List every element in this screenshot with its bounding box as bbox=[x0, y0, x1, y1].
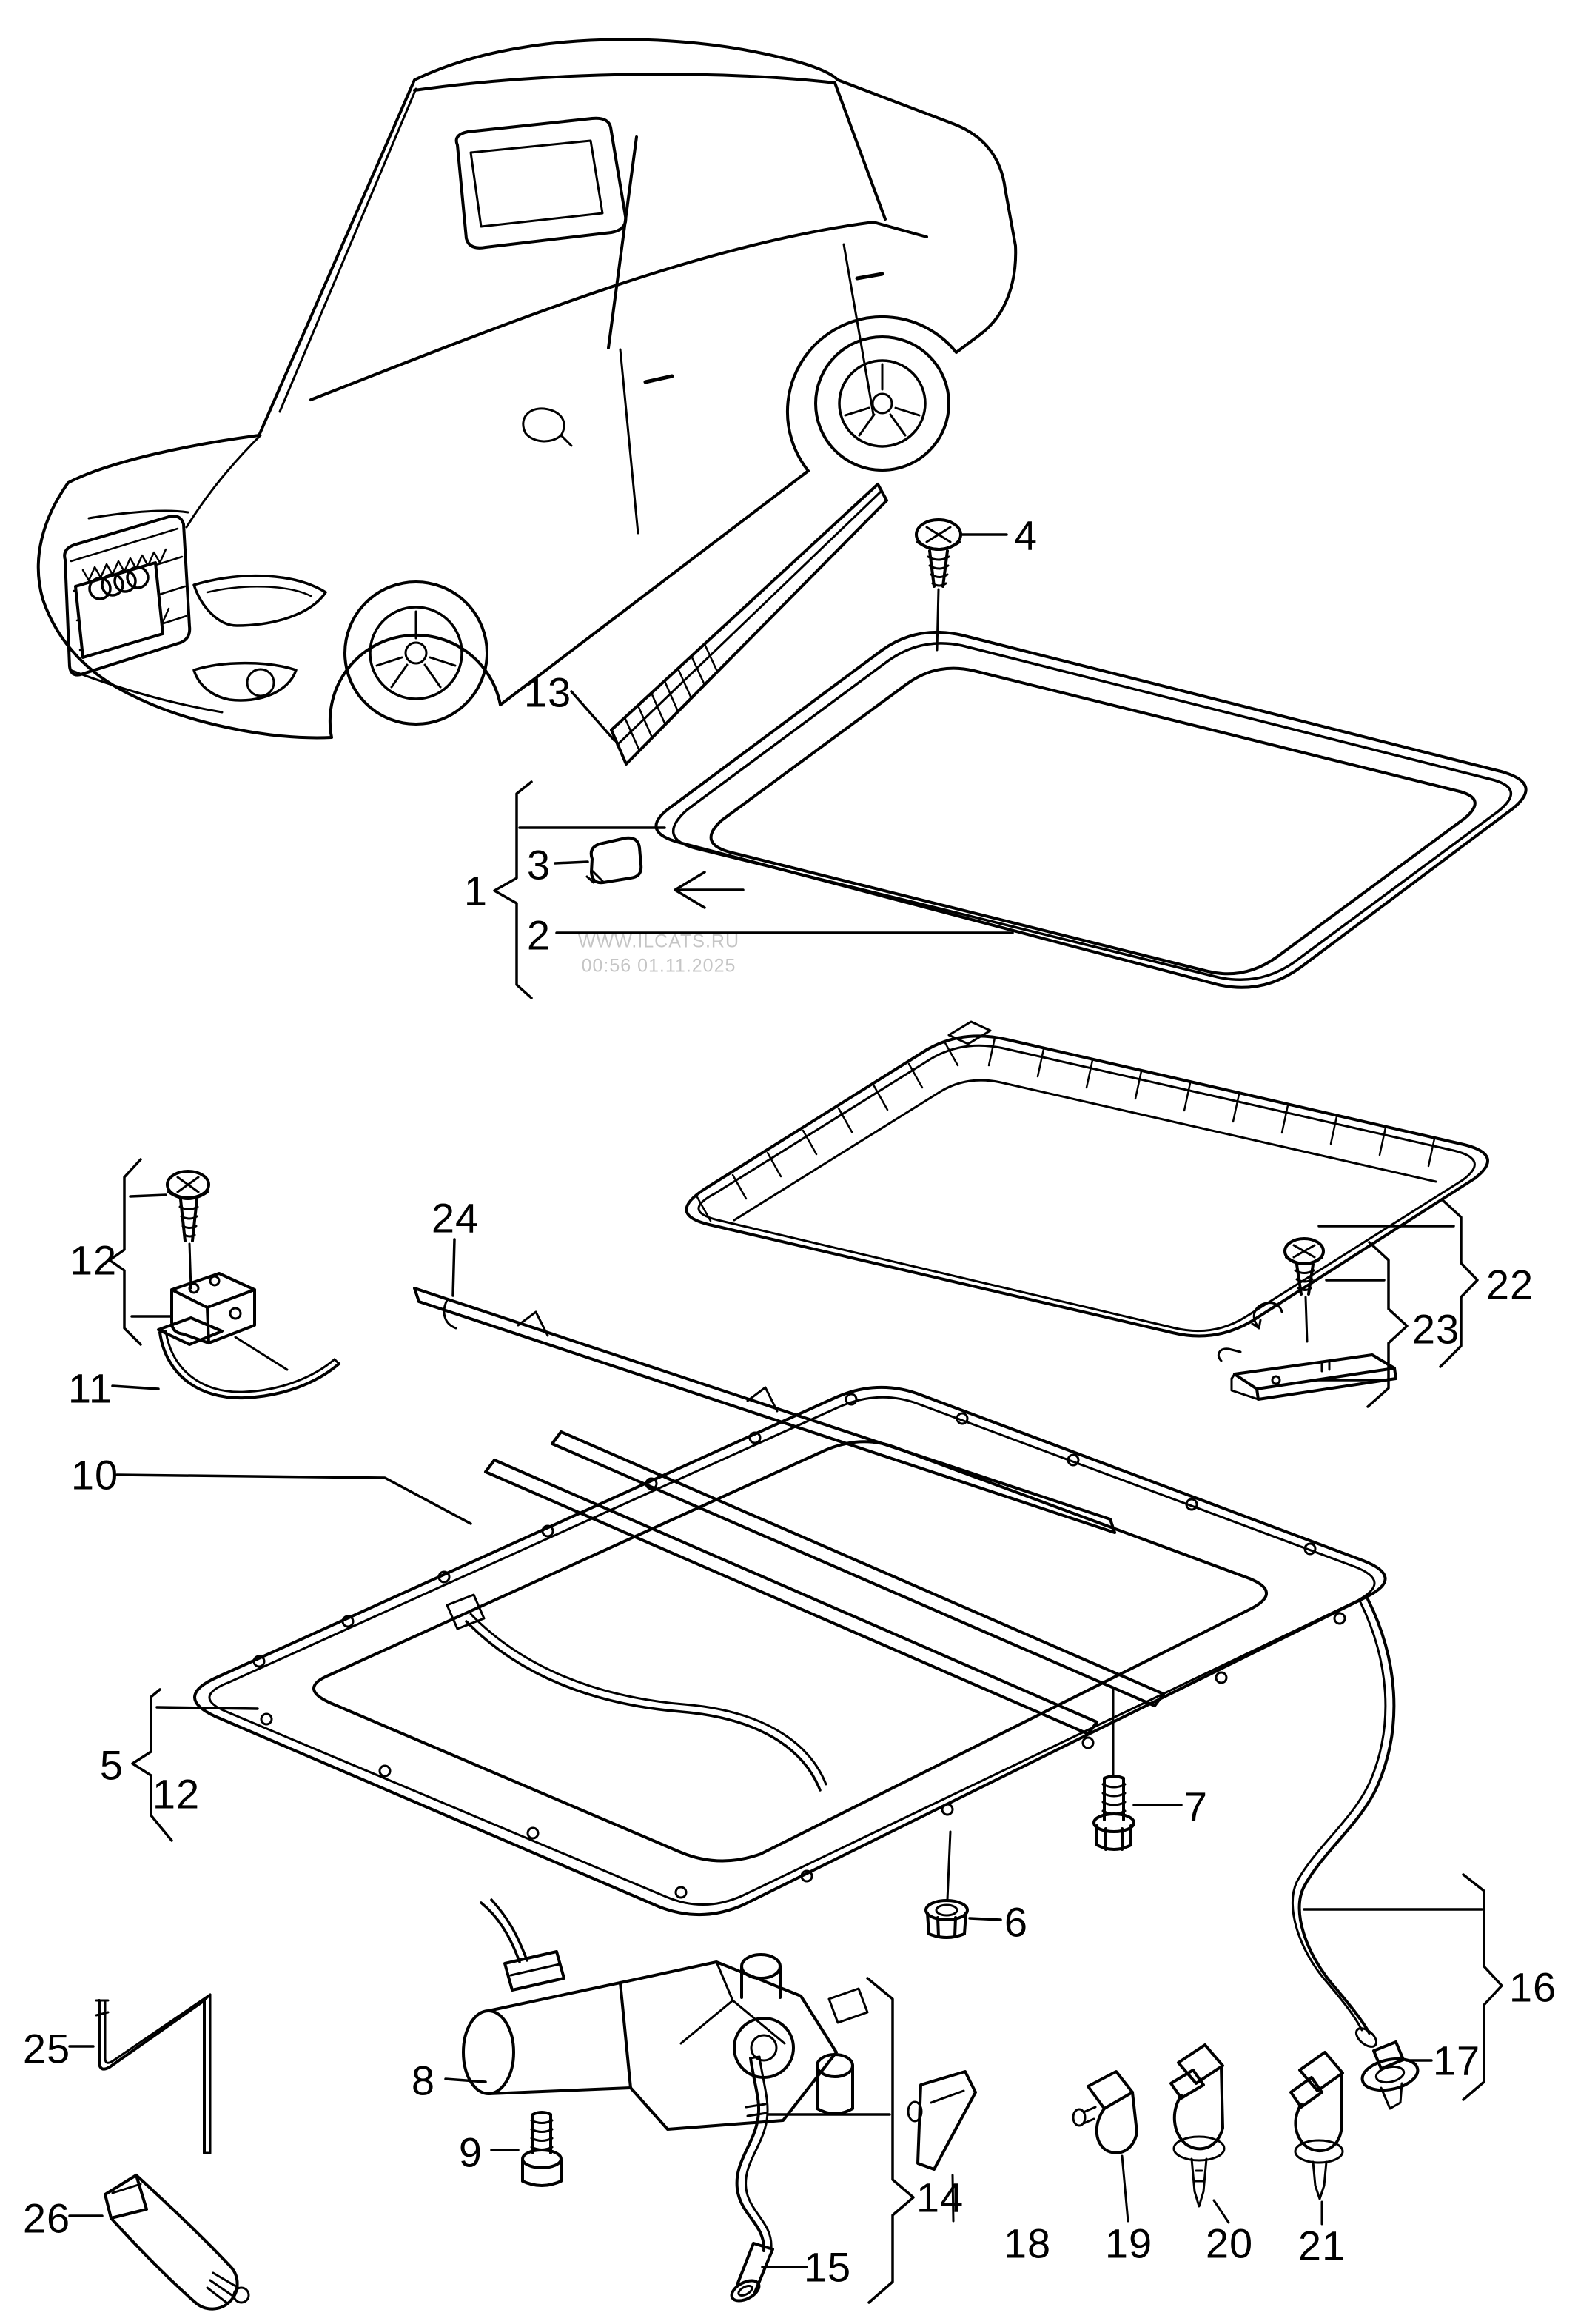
callout-13: 13 bbox=[523, 669, 572, 716]
car-audi-rings-icon bbox=[88, 566, 150, 600]
drain-tube-callout-16 bbox=[1303, 1873, 1503, 2101]
clip-part-20 bbox=[1169, 2043, 1230, 2224]
callout-22: 22 bbox=[1485, 1261, 1534, 1308]
brace-1 bbox=[493, 780, 533, 999]
brace-23 bbox=[1366, 1241, 1409, 1408]
callout-9: 9 bbox=[458, 2129, 483, 2176]
main-frame-parts-5-10 bbox=[115, 1386, 1396, 2048]
callout-18: 18 bbox=[1003, 2220, 1052, 2267]
leader-12-upper bbox=[129, 1193, 172, 1318]
glass-panel-parts-1-2 bbox=[493, 630, 1528, 999]
leader-20 bbox=[1212, 2199, 1230, 2224]
car-rear-wheel bbox=[814, 335, 950, 472]
brace-16 bbox=[1462, 1873, 1503, 2101]
callout-24: 24 bbox=[431, 1194, 480, 1242]
callout-25: 25 bbox=[22, 2025, 71, 2072]
callout-20: 20 bbox=[1205, 2220, 1254, 2267]
cover-cap-part-3 bbox=[554, 836, 643, 885]
car-grille bbox=[63, 515, 192, 677]
car-bumper-crease bbox=[69, 669, 224, 714]
bolt-part-7 bbox=[1092, 1688, 1183, 1851]
car-headlight bbox=[192, 574, 327, 627]
car-body-outline bbox=[36, 38, 1018, 740]
callout-3: 3 bbox=[526, 841, 551, 888]
rotation-arrow-icon bbox=[1251, 1302, 1283, 1330]
watermark-timestamp: 00:56 01.11.2025 bbox=[581, 955, 736, 976]
leader-13 bbox=[570, 690, 616, 742]
drive-motor-part-8 bbox=[444, 1898, 869, 2131]
car-front-wheel bbox=[343, 580, 488, 726]
leader-5 bbox=[155, 1706, 259, 1710]
screw-part-4 bbox=[915, 518, 1008, 652]
callout-26: 26 bbox=[22, 2194, 71, 2242]
leader-24 bbox=[451, 1238, 456, 1297]
car-illustration bbox=[36, 38, 1018, 740]
leader-8 bbox=[444, 2077, 487, 2083]
car-hood-crease bbox=[87, 434, 262, 529]
clip-part-19 bbox=[1072, 2070, 1138, 2223]
leader-10 bbox=[115, 1473, 472, 1525]
bracket-parts-22-23 bbox=[1217, 1198, 1479, 1408]
alignment-arrow-icon bbox=[674, 871, 745, 909]
callout-4: 4 bbox=[1013, 512, 1038, 559]
drain-hose-parts-14-15 bbox=[730, 1977, 915, 2304]
callout-12a: 12 bbox=[69, 1236, 118, 1284]
tool-rod-part-25 bbox=[68, 1993, 212, 2154]
callout-8: 8 bbox=[411, 2057, 436, 2104]
brace-12-upper bbox=[108, 1158, 142, 1346]
car-mirror bbox=[522, 407, 573, 447]
callout-12b: 12 bbox=[152, 1770, 201, 1818]
watermark-site: WWW.ILCATS.RU bbox=[577, 931, 740, 952]
callout-11: 11 bbox=[67, 1364, 113, 1412]
leader-3 bbox=[554, 860, 589, 865]
sunshade-frame-ring bbox=[685, 1020, 1489, 1338]
car-b-pillar bbox=[607, 135, 638, 349]
brace-22 bbox=[1439, 1198, 1479, 1368]
car-door-handles bbox=[643, 272, 884, 384]
car-foglight-lamp bbox=[246, 668, 275, 697]
car-sunroof-inner bbox=[469, 139, 604, 228]
car-a-pillar bbox=[278, 87, 417, 413]
brace-14 bbox=[866, 1977, 915, 2304]
callout-16: 16 bbox=[1508, 1963, 1557, 2011]
clip-part-18 bbox=[907, 2070, 977, 2223]
leader-6 bbox=[968, 1917, 1002, 1921]
retainer-wire-part-11 bbox=[111, 1330, 340, 1400]
leader-11 bbox=[111, 1384, 160, 1390]
watermark: WWW.ILCATS.RU 00:56 01.11.2025 bbox=[578, 930, 739, 978]
callout-2: 2 bbox=[526, 911, 551, 959]
callout-21: 21 bbox=[1297, 2222, 1346, 2269]
callout-6: 6 bbox=[1004, 1898, 1029, 1946]
nut-part-6 bbox=[924, 1830, 1002, 1939]
screw-part-9 bbox=[490, 2111, 563, 2187]
callout-23: 23 bbox=[1411, 1305, 1460, 1353]
callout-14: 14 bbox=[916, 2174, 964, 2221]
drain-tube-part-16 bbox=[1297, 1598, 1396, 2035]
leader-19 bbox=[1121, 2154, 1129, 2223]
callout-10: 10 bbox=[70, 1451, 119, 1498]
callout-19: 19 bbox=[1104, 2220, 1153, 2267]
deflector-bar-part-24 bbox=[413, 1238, 1116, 1534]
clip-part-21 bbox=[1289, 2051, 1344, 2226]
frame-mount-holes bbox=[252, 1393, 1346, 1899]
car-belt-line bbox=[309, 221, 928, 401]
car-roof-rail bbox=[413, 73, 836, 92]
callout-17: 17 bbox=[1432, 2037, 1481, 2084]
car-c-pillar bbox=[833, 81, 887, 221]
car-sunroof-opening bbox=[454, 116, 628, 250]
wind-deflector-part-13 bbox=[570, 483, 888, 766]
lubricant-tube-part-26 bbox=[68, 2174, 250, 2311]
guide-assembly-part-12 bbox=[108, 1158, 289, 1371]
callout-5: 5 bbox=[99, 1741, 124, 1789]
brace-5 bbox=[131, 1688, 173, 1842]
car-headlight-inner bbox=[206, 585, 312, 597]
callout-7: 7 bbox=[1184, 1783, 1209, 1830]
car-door-seams bbox=[619, 243, 875, 535]
grommet-part-17 bbox=[1360, 2040, 1433, 2110]
callout-15: 15 bbox=[803, 2243, 852, 2291]
callout-1: 1 bbox=[463, 867, 488, 914]
car-foglight bbox=[192, 661, 298, 702]
